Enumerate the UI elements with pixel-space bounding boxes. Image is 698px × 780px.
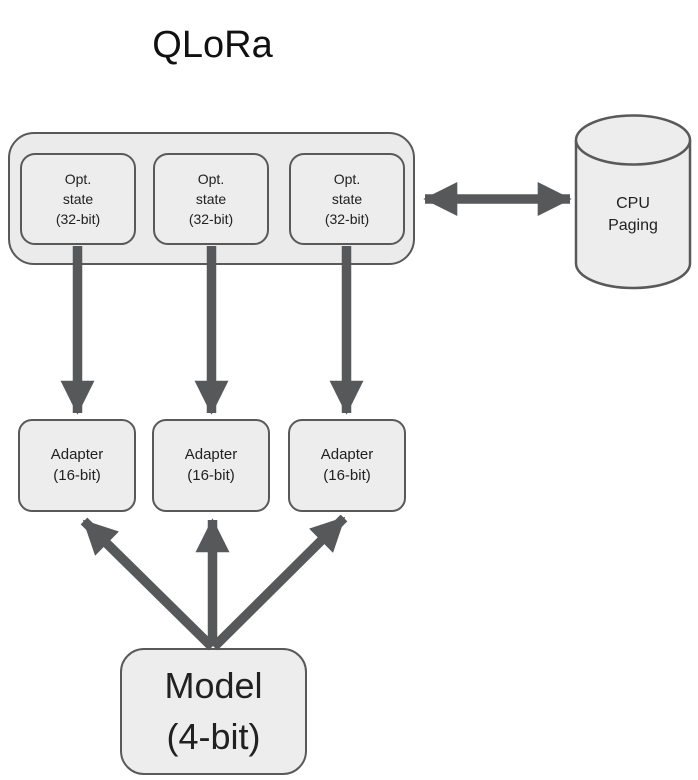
model-arrow-left [80,517,216,651]
adapter-box-1: Adapter (16-bit) [18,419,136,512]
adapter-label-2: Adapter (16-bit) [184,446,238,484]
model-box: Model (4-bit) [120,648,307,775]
opt-state-box-3: Opt. state (32-bit) [289,153,405,245]
opt-state-label-2: Opt. state (32-bit) [188,170,234,228]
opt-state-label-1: Opt. state (32-bit) [55,170,101,228]
adapter-label-1: Adapter (16-bit) [50,446,104,484]
opt-state-box-2: Opt. state (32-bit) [153,153,269,245]
adapter-box-3: Adapter (16-bit) [288,419,406,512]
model-label: Model (4-bit) [164,665,263,757]
cpu-paging-label: CPU Paging [608,195,658,235]
diagram-title: QLoRa [152,24,273,66]
opt-state-box-1: Opt. state (32-bit) [20,153,136,245]
adapter-box-2: Adapter (16-bit) [152,419,270,512]
model-arrow-right [210,514,348,651]
adapter-label-3: Adapter (16-bit) [320,446,374,484]
opt-state-label-3: Opt. state (32-bit) [324,170,370,228]
